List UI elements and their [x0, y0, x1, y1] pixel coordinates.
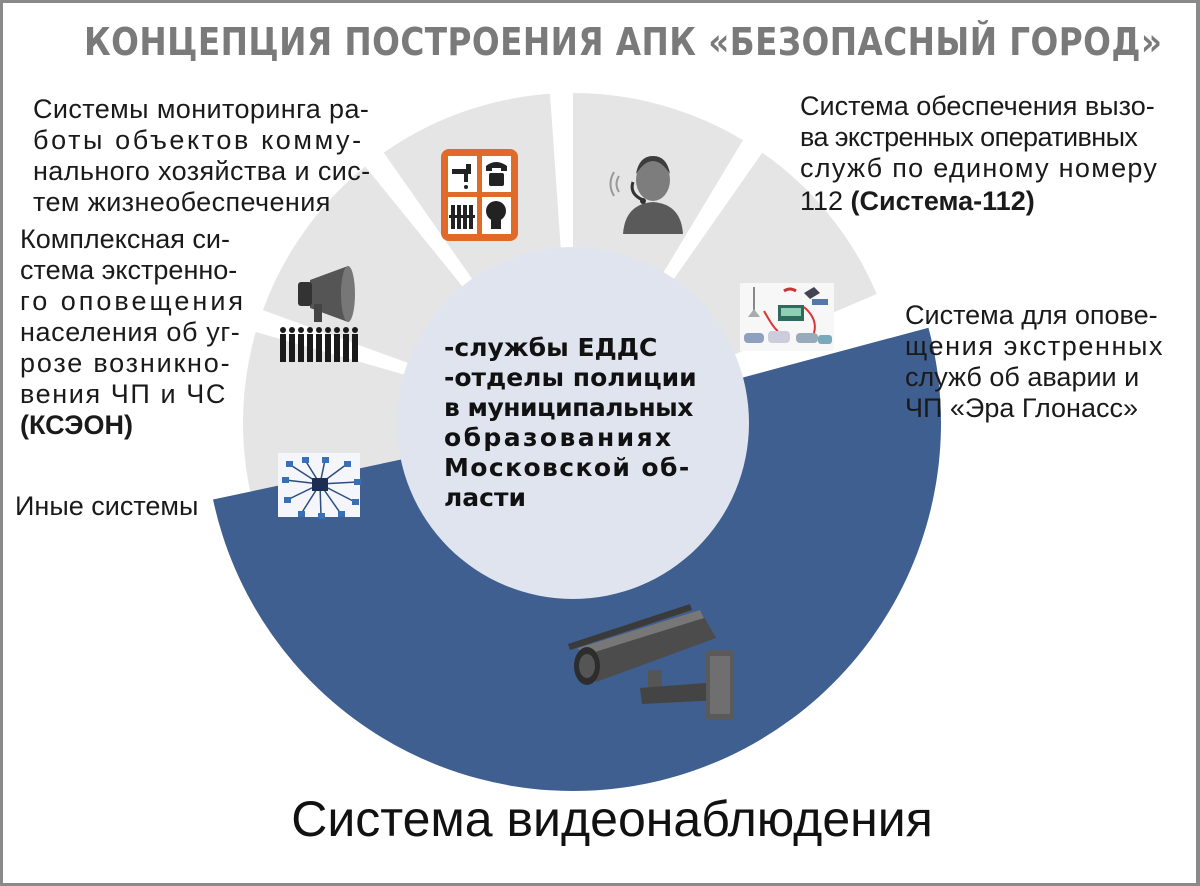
- utilities-label: Системы мониторинга ра- боты объектов ко…: [33, 94, 371, 218]
- network-node: [354, 479, 361, 485]
- video-segment: [213, 327, 941, 791]
- utilities-label-line: тем жизнеобеспечения: [33, 187, 331, 217]
- center-label-line: образованиях: [444, 423, 674, 452]
- person-head: [298, 327, 304, 333]
- system112-number: 112: [800, 186, 851, 216]
- network-node: [302, 457, 309, 463]
- person-body: [298, 334, 304, 362]
- person-body: [316, 334, 322, 362]
- megaphone-icon: [280, 266, 358, 362]
- network-node: [286, 461, 293, 467]
- network-node: [282, 477, 289, 483]
- kseon-label-line: го оповещения: [20, 286, 247, 316]
- center-label-line: в муниципальных: [444, 393, 693, 422]
- glonass-label-line: служб об аварии и: [905, 362, 1140, 392]
- glonass-label-line: Система для опове-: [905, 300, 1158, 330]
- person-body: [325, 334, 331, 362]
- person-head: [352, 327, 358, 333]
- utilities-label-line: Системы мониторинга ра-: [33, 94, 370, 124]
- center-label-line: ласти: [444, 483, 527, 512]
- kseon-label-line: Комплексная си-: [20, 224, 230, 254]
- kseon-label-line: населения об уг-: [20, 317, 241, 347]
- glonass-label-line: ЧП «Эра Глонасс»: [905, 393, 1138, 423]
- glonass-label-line: щения экстренных: [905, 331, 1165, 361]
- cctv-camera-icon: [568, 604, 734, 720]
- utilities-icon: [441, 149, 518, 241]
- person-head: [316, 327, 322, 333]
- network-icon: [278, 453, 361, 519]
- network-node: [298, 511, 305, 517]
- network-node: [284, 497, 291, 503]
- person-body: [352, 334, 358, 362]
- person-head: [280, 327, 286, 333]
- center-circle: [397, 247, 749, 599]
- person-head: [307, 327, 313, 333]
- system112-label: Система обеспечения вызо- ва экстренных …: [800, 91, 1158, 217]
- kseon-label-line: розе возникно-: [20, 348, 232, 378]
- utilities-label-line: нального хозяйства и сис-: [33, 156, 371, 186]
- kseon-label: Комплексная си- стема экстренно- го опов…: [20, 224, 246, 441]
- system112-bold-name: (Система-112): [850, 186, 1035, 216]
- person-body: [307, 334, 313, 362]
- network-node: [344, 461, 351, 467]
- operator-icon: [609, 156, 683, 234]
- page-title: КОНЦЕПЦИЯ ПОСТРОЕНИЯ АПК «БЕЗОПАСНЫЙ ГОР…: [84, 20, 1163, 64]
- video-surveillance-label: Система видеонаблюдения: [291, 791, 933, 847]
- network-node: [318, 513, 325, 519]
- system112-label-line: ва экстренных оперативных: [800, 122, 1138, 152]
- person-body: [289, 334, 295, 362]
- person-head: [325, 327, 331, 333]
- network-node: [322, 457, 329, 463]
- center-label: -службы ЕДДС -отделы полиции в муниципал…: [444, 333, 697, 513]
- center-label-line: Московской об-: [444, 453, 691, 482]
- kseon-label-line: вения ЧП и ЧС: [20, 379, 227, 409]
- network-node: [338, 511, 345, 517]
- center-label-line: -службы ЕДДС: [444, 333, 658, 362]
- satellite-icon: [740, 283, 834, 351]
- person-body: [343, 334, 349, 362]
- kseon-label-line: стема экстренно-: [20, 255, 238, 285]
- system112-label-line: служб по единому номеру: [800, 153, 1159, 183]
- person-body: [280, 334, 286, 362]
- person-head: [289, 327, 295, 333]
- person-head: [334, 327, 340, 333]
- center-label-line: -отделы полиции: [444, 363, 697, 392]
- person-body: [334, 334, 340, 362]
- glonass-label: Система для опове- щения экстренных служ…: [905, 300, 1164, 424]
- system112-label-line: 112 (Система-112): [800, 186, 1158, 217]
- network-node: [352, 499, 359, 505]
- system112-label-line: Система обеспечения вызо-: [800, 91, 1155, 121]
- utilities-label-line: боты объектов комму-: [33, 125, 364, 155]
- person-head: [343, 327, 349, 333]
- other-systems-label: Иные системы: [15, 491, 199, 521]
- kseon-label-bold: (КСЭОН): [20, 410, 133, 440]
